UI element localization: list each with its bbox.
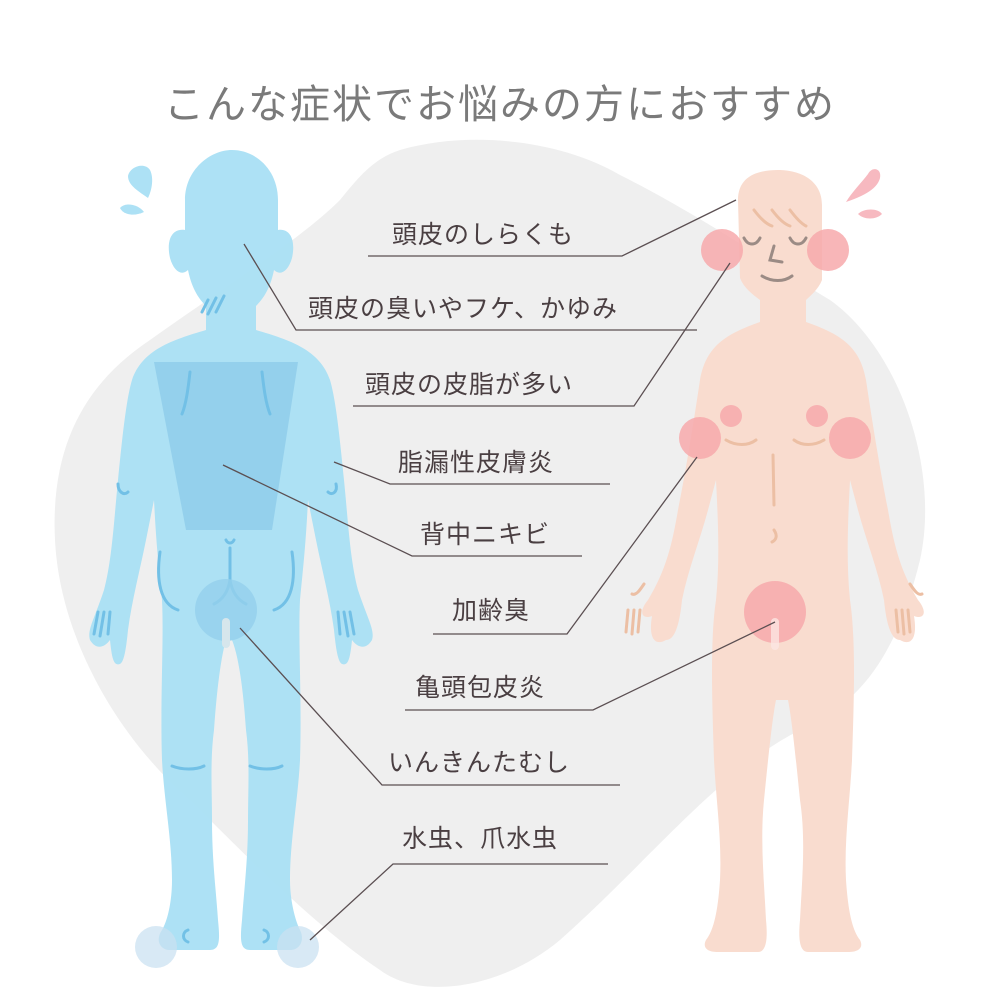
- sweat-drop-icon: [120, 165, 153, 215]
- symptom-label-scalp-ringworm: 頭皮のしらくも: [392, 220, 575, 249]
- sweat-drop-icon: [846, 169, 882, 219]
- symptom-label-oily-scalp: 頭皮の皮脂が多い: [365, 370, 574, 399]
- symptom-label-scalp-odor-dandruff-itch: 頭皮の臭いやフケ、かゆみ: [308, 294, 619, 323]
- symptom-label-athletes-foot: 水虫、爪水虫: [402, 824, 559, 853]
- page-title: こんな症状でお悩みの方におすすめ: [164, 82, 836, 128]
- symptom-label-balanoposthitis: 亀頭包皮炎: [415, 673, 546, 702]
- symptom-label-aging-odor: 加齢臭: [452, 596, 531, 625]
- symptom-label-seborrheic-dermatitis: 脂漏性皮膚炎: [398, 448, 555, 477]
- symptom-label-jock-itch: いんきんたむし: [388, 748, 571, 777]
- symptom-label-back-acne: 背中ニキビ: [420, 520, 551, 549]
